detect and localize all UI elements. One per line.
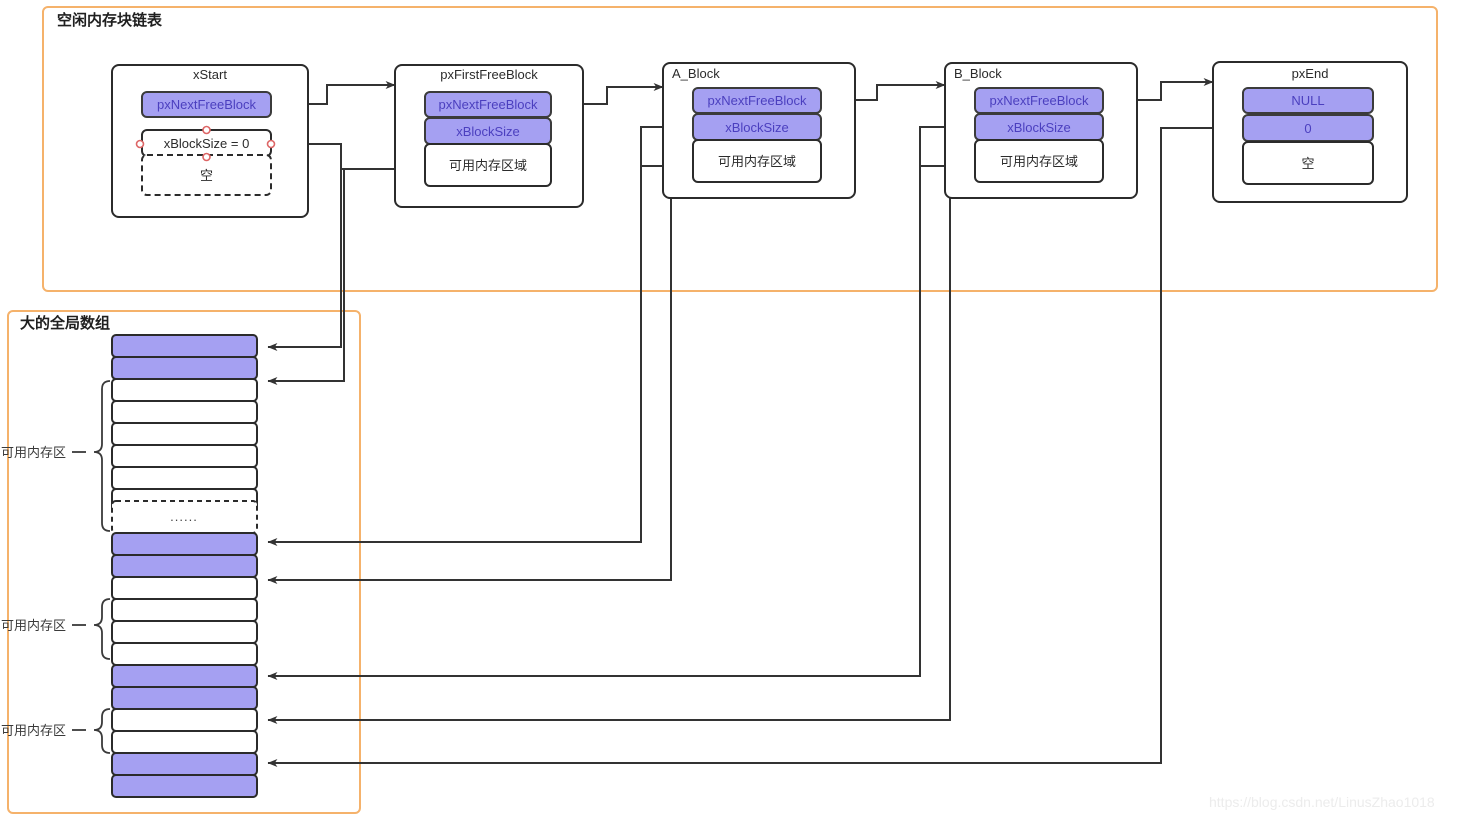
node-xstart[interactable]: xStart pxNextFreeBlock xBlockSize = 0 空 [111,64,309,218]
array-cell[interactable] [111,378,258,402]
watermark: https://blog.csdn.net/LinusZhao1018 [1209,794,1435,810]
node-pxfirstfreeblock-field-pxnextfreeblock-label: pxNextFreeBlock [439,97,538,112]
frame-globalarray-title: 大的全局数组 [20,314,110,332]
node-pxend[interactable]: pxEnd NULL 0 空 [1212,61,1408,203]
array-cell[interactable] [111,686,258,710]
node-bblock-field-pxnextfreeblock-label: pxNextFreeBlock [990,93,1089,108]
node-pxfirstfreeblock-field-xblocksize-label: xBlockSize [456,124,520,139]
node-bblock-field-memory-label: 可用内存区域 [1000,154,1078,169]
array-cell[interactable] [111,620,258,644]
array-cell[interactable] [111,598,258,622]
array-cell[interactable] [111,730,258,754]
array-cell[interactable] [111,664,258,688]
node-bblock[interactable]: B_Block pxNextFreeBlock xBlockSize 可用内存区… [944,62,1138,199]
node-xstart-field-pxnextfreeblock[interactable] [141,91,272,118]
array-cell[interactable] [111,554,258,578]
array-cell[interactable] [111,532,258,556]
array-cell[interactable] [111,774,258,798]
node-pxfirstfreeblock-field-memory-label: 可用内存区域 [449,158,527,173]
link-first-mem-to-cell2-b [267,168,395,385]
selection-handle-left[interactable] [135,139,145,149]
node-xstart-field-empty[interactable] [141,154,272,196]
node-ablock-title: A_Block [672,66,720,81]
array-cell[interactable] [111,708,258,732]
node-pxend-field-empty[interactable] [1242,141,1374,185]
array-cell-ellipsis[interactable] [111,500,258,534]
node-ablock-field-memory[interactable] [692,139,822,183]
brace-2 [93,598,111,660]
brace-label-1: 可用内存区 [1,445,66,460]
node-pxfirstfreeblock-title: pxFirstFreeBlock [440,67,538,82]
node-xstart-field-xblocksize-label: xBlockSize = 0 [164,136,250,151]
brace-1 [93,380,111,532]
selection-handle-right[interactable] [266,139,276,149]
link-xstart-size-to-cell0 [267,143,342,351]
brace-label-2: 可用内存区 [1,618,66,633]
node-pxend-title: pxEnd [1292,66,1329,81]
array-cell[interactable] [111,752,258,776]
link-bblock-size-to-cell16 [267,126,945,680]
memory-array: ...... [111,334,258,798]
node-xstart-title: xStart [193,67,227,82]
array-cell[interactable] [111,576,258,600]
brace-label-3: 可用内存区 [1,723,66,738]
node-bblock-field-xblocksize-label: xBlockSize [1007,120,1071,135]
array-cell[interactable] [111,444,258,468]
link-pxend-zero-to-cell20 [267,127,1213,767]
array-cell[interactable] [111,466,258,490]
node-pxend-field-zero-label: 0 [1304,121,1311,136]
frame-globalarray [7,310,361,814]
array-cell[interactable] [111,642,258,666]
node-pxend-field-empty-label: 空 [1301,156,1314,171]
node-pxfirstfreeblock[interactable]: pxFirstFreeBlock pxNextFreeBlock xBlockS… [394,64,584,208]
brace-3 [93,708,111,754]
frame-freelist [42,6,1438,292]
brace-layer [72,380,111,754]
link-ablock-size-to-cell9 [267,126,663,546]
node-pxend-field-null-label: NULL [1291,93,1324,108]
selection-handle-top[interactable] [202,125,211,135]
node-pxend-field-null[interactable] [1242,87,1374,114]
selection-handle-bottom[interactable] [202,152,211,162]
node-ablock-field-xblocksize-label: xBlockSize [725,120,789,135]
node-xstart-field-pxnextfreeblock-label: pxNextFreeBlock [157,97,256,112]
node-xstart-field-empty-label: 空 [200,168,213,183]
array-cell[interactable] [111,400,258,424]
array-ellipsis-label: ...... [170,509,198,524]
node-ablock[interactable]: A_Block pxNextFreeBlock xBlockSize 可用内存区… [662,62,856,199]
array-cell[interactable] [111,422,258,446]
array-cell[interactable] [111,356,258,380]
node-bblock-field-memory[interactable] [974,139,1104,183]
link-bblock-mem-to-cell18-b [267,165,951,724]
frame-freelist-title: 空闲内存块链表 [57,11,163,29]
link-ablock-mem-to-cell11-b [267,165,672,584]
node-ablock-field-memory-label: 可用内存区域 [718,154,796,169]
node-bblock-title: B_Block [954,66,1002,81]
array-cell[interactable] [111,334,258,358]
node-pxfirstfreeblock-field-memory[interactable] [424,143,552,187]
node-ablock-field-pxnextfreeblock-label: pxNextFreeBlock [708,93,807,108]
